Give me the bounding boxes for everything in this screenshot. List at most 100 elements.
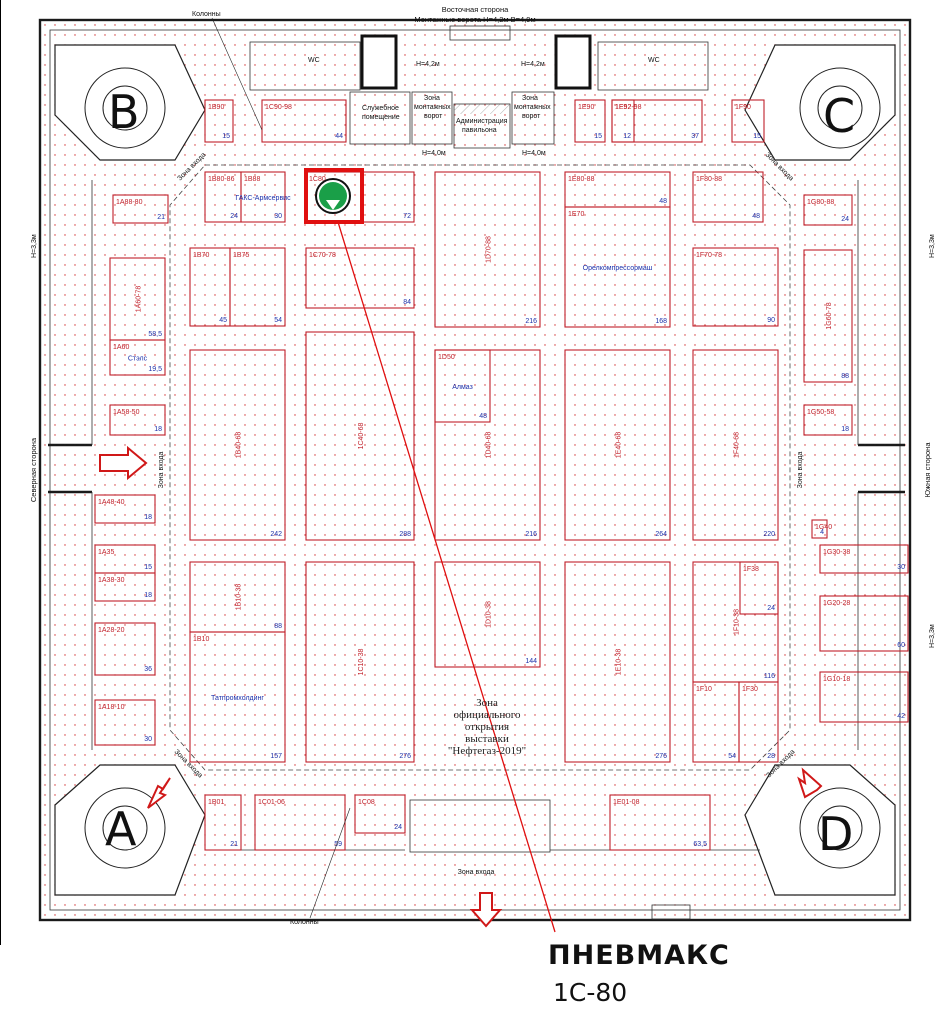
booth-area: 24 — [767, 605, 775, 612]
booth-id: 1A60-78 — [136, 286, 143, 313]
admin-l1: Администрация — [456, 118, 508, 125]
booth-id: 1A60 — [113, 344, 129, 351]
booth-outline — [94, 494, 156, 524]
booth-id: 1F80-88 — [696, 176, 722, 183]
columns-label-bottom: Колонны — [290, 919, 319, 926]
booth-id: 1F70-78 — [696, 252, 722, 259]
opening-zone-l1: Зона — [476, 697, 498, 709]
booth[interactable]: 1E01-08 63,5 — [609, 794, 711, 851]
booth-exhibitor: ГАКС-Армсервис — [235, 195, 291, 202]
booth-area: 276 — [399, 753, 411, 760]
highlight-booth-frame — [304, 168, 364, 224]
booth-outline — [434, 171, 541, 328]
booth-outline — [564, 206, 671, 328]
booth-exhibitor: Стэлс — [128, 356, 148, 363]
booth-id: 1E40-68 — [616, 432, 623, 459]
booth-outline — [819, 544, 909, 574]
service-room-l1: Служебное — [362, 104, 399, 112]
booth-id: 1F10 — [696, 686, 712, 693]
assembly-zone-right-l1: Зона — [522, 95, 538, 102]
booth-area: 88 — [841, 373, 849, 380]
booth-id: 1B70 — [193, 252, 209, 259]
height-east-top: H=3,3м — [929, 234, 936, 258]
booth-id: 1D10-38 — [486, 601, 493, 628]
booth[interactable]: 1G60-78 88 — [803, 249, 853, 383]
booth-area: 15 — [594, 133, 602, 140]
booth[interactable]: 1F70-78 90 — [692, 247, 779, 327]
booth-area: 18 — [144, 514, 152, 521]
booth-id: 1A35 — [98, 549, 114, 556]
booth-outline — [305, 247, 415, 309]
booth-id: 1E01-08 — [613, 799, 640, 806]
booth-id: 1E92 — [615, 104, 631, 111]
booth-id: 1G50-58 — [807, 409, 834, 416]
height-west: H=3,3м — [31, 234, 38, 258]
booth-id: 1F90 — [735, 104, 751, 111]
booth-outline — [574, 99, 606, 143]
booth-area: 63,5 — [693, 841, 707, 848]
booth-area: 90 — [767, 317, 775, 324]
stair-corner-c — [744, 44, 896, 161]
corner-letter-a: A — [105, 802, 137, 856]
booth-id: 1D70-88 — [486, 236, 493, 263]
booth-outline — [240, 171, 286, 223]
highlight-pointer-line — [337, 221, 556, 933]
booth-area: 116 — [764, 673, 775, 680]
booth-exhibitor: Орелкомпрессормаш — [583, 265, 653, 272]
booth-outline — [261, 99, 347, 143]
booth-area: 72 — [403, 213, 411, 220]
highlight-brand-label: ПНЕВМАКС — [548, 940, 730, 971]
booth-outline — [305, 331, 415, 541]
booth-area: 15 — [144, 564, 152, 571]
corner-letter-d: D — [818, 807, 853, 861]
booth-outline — [803, 249, 853, 383]
booth-area: 288 — [399, 531, 411, 538]
booth-area: 60 — [897, 642, 905, 649]
booth-outline — [611, 99, 703, 143]
booth-id: 1G60-78 — [826, 302, 833, 329]
booth-id: 1A38-30 — [98, 577, 125, 584]
booth-outline — [229, 247, 286, 327]
columns-label-top: Колонны — [192, 11, 221, 18]
booth-id: 1E10-38 — [616, 649, 623, 676]
booth-id: 1A18-10 — [98, 704, 125, 711]
booth-area: 21 — [157, 214, 165, 221]
